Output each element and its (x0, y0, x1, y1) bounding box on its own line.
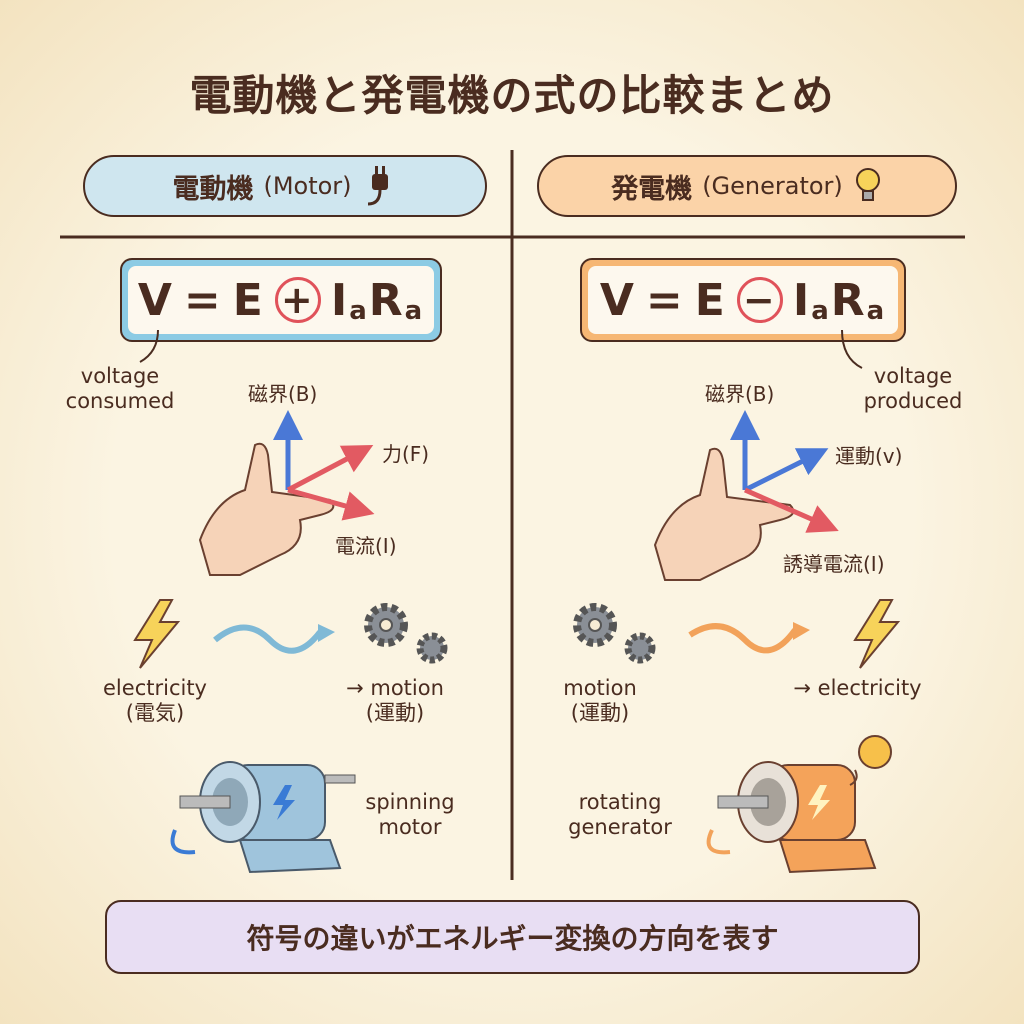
motor-header: 電動機 (Motor) (83, 155, 487, 217)
from-en: electricity (103, 676, 207, 700)
caption-line: motor (378, 815, 442, 840)
generator-current-label: 誘導電流(I) (783, 552, 885, 576)
formula-i: I (330, 274, 350, 326)
formula-v: V (599, 274, 636, 326)
generator-motion-label: 運動(v) (835, 444, 903, 468)
current-arrow (287, 487, 375, 521)
gears-icon (364, 603, 448, 664)
caption-line: rotating (578, 790, 662, 814)
note-line: produced (863, 389, 963, 414)
formula-equals: = (645, 274, 685, 326)
generator-formula: V = E − IaRa (580, 258, 906, 342)
caption-line: generator (568, 815, 672, 840)
caption-line: spinning (365, 790, 455, 814)
induced-current-arrow (743, 487, 839, 533)
lightning-icon (853, 599, 901, 669)
minus-sign-highlight: − (736, 277, 783, 323)
formula-e: E (232, 274, 265, 326)
page-title: 電動機と発電機の式の比較まとめ (189, 71, 835, 120)
right-hand-generator (653, 410, 839, 581)
formula-e: E (694, 274, 727, 326)
note-line: voltage (80, 364, 160, 388)
wavy-arrow-icon (213, 624, 323, 654)
motor-illustration (170, 761, 356, 874)
motor-force-label: 力(F) (382, 442, 430, 466)
motor-current-label: 電流(I) (335, 534, 397, 558)
motor-from-label: electricity(電気) (80, 676, 230, 726)
from-jp: (運動) (570, 701, 630, 726)
lightbulb-icon (858, 735, 892, 769)
note-line: consumed (65, 389, 175, 414)
formula-r: R (830, 274, 867, 326)
formula-i-sub: a (811, 295, 831, 326)
formula-r-sub: a (866, 295, 887, 326)
left-hand-motor (198, 410, 375, 576)
formula-i-sub: a (349, 295, 369, 326)
gears-icon (573, 603, 656, 664)
summary-banner: 符号の違いがエネルギー変換の方向を表す (105, 900, 920, 974)
force-arrow (286, 444, 374, 493)
from-jp: (電気) (125, 701, 185, 726)
lightbulb-icon (855, 168, 880, 201)
formula-i: I (792, 274, 812, 326)
generator-field-label: 磁界(B) (705, 382, 775, 406)
motor-header-en: (Motor) (263, 172, 352, 200)
formula-r: R (368, 274, 405, 326)
formula-v: V (137, 274, 174, 326)
formula-equals: = (183, 274, 223, 326)
motor-to-label: → motion(運動) (320, 676, 470, 726)
generator-header-en: (Generator) (702, 172, 843, 200)
plus-sign-highlight: + (274, 277, 321, 323)
motion-arrow (743, 448, 829, 493)
generator-from-label: motion(運動) (545, 676, 655, 726)
from-en: motion (563, 676, 637, 700)
motor-formula: V = E + IaRa (120, 258, 442, 342)
generator-header-jp: 発電機 (611, 173, 693, 205)
note-line: voltage (873, 364, 953, 388)
summary-text: 符号の違いがエネルギー変換の方向を表す (246, 922, 779, 955)
wavy-arrow-icon (688, 623, 798, 654)
lightning-icon (133, 599, 181, 669)
generator-illustration (706, 735, 892, 874)
generator-header: 発電機 (Generator) (537, 155, 957, 217)
to-en: → motion (346, 676, 444, 700)
to-jp: (運動) (365, 701, 425, 726)
motor-field-label: 磁界(B) (248, 382, 318, 406)
generator-to-label: → electricity (770, 676, 945, 701)
formula-r-sub: a (404, 295, 425, 326)
motor-header-jp: 電動機 (172, 173, 254, 205)
to-en: → electricity (793, 676, 922, 700)
plug-icon (367, 166, 388, 206)
